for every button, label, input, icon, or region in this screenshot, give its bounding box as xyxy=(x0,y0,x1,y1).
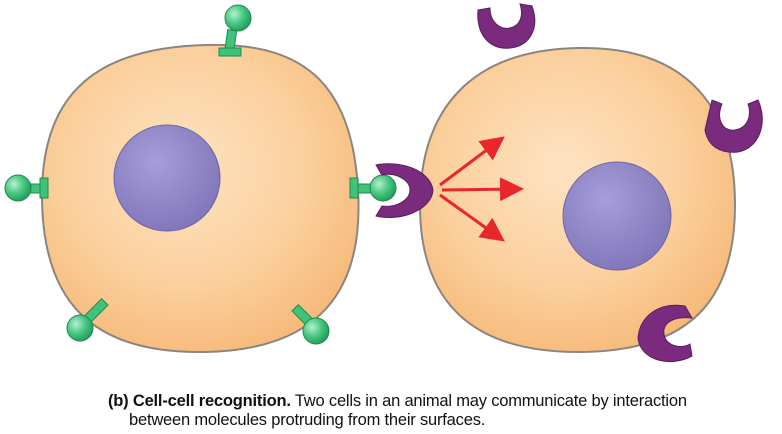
purple-molecule-bottom xyxy=(637,304,693,363)
purple-molecule-top xyxy=(477,3,536,49)
green-molecule-bottom-right xyxy=(291,303,330,345)
arrow-middle xyxy=(441,177,524,202)
arrow-down xyxy=(439,193,505,242)
green-molecule-left xyxy=(4,174,49,202)
caption-text-line2: between molecules protruding from their … xyxy=(129,411,486,429)
green-surface-molecules xyxy=(4,4,397,345)
caption-text-line1: Two cells in an animal may communicate b… xyxy=(294,392,687,410)
green-molecule-top xyxy=(218,4,252,57)
purple-molecule-binding xyxy=(375,163,434,218)
purple-surface-molecules xyxy=(375,3,763,363)
left-cell xyxy=(40,43,360,354)
left-cell-nucleus xyxy=(113,124,221,232)
figure-caption: (b) Cell-cell recognition. Two cells in … xyxy=(108,392,687,430)
green-molecule-right xyxy=(349,174,397,202)
right-cell xyxy=(418,46,737,354)
signal-arrows xyxy=(439,136,524,242)
purple-molecule-right xyxy=(704,99,763,153)
right-cell-nucleus xyxy=(562,161,672,271)
caption-title: Cell-cell recognition. xyxy=(132,392,291,410)
arrow-up xyxy=(439,136,505,187)
green-molecule-bottom-left xyxy=(66,297,109,342)
caption-label: (b) xyxy=(108,392,129,410)
